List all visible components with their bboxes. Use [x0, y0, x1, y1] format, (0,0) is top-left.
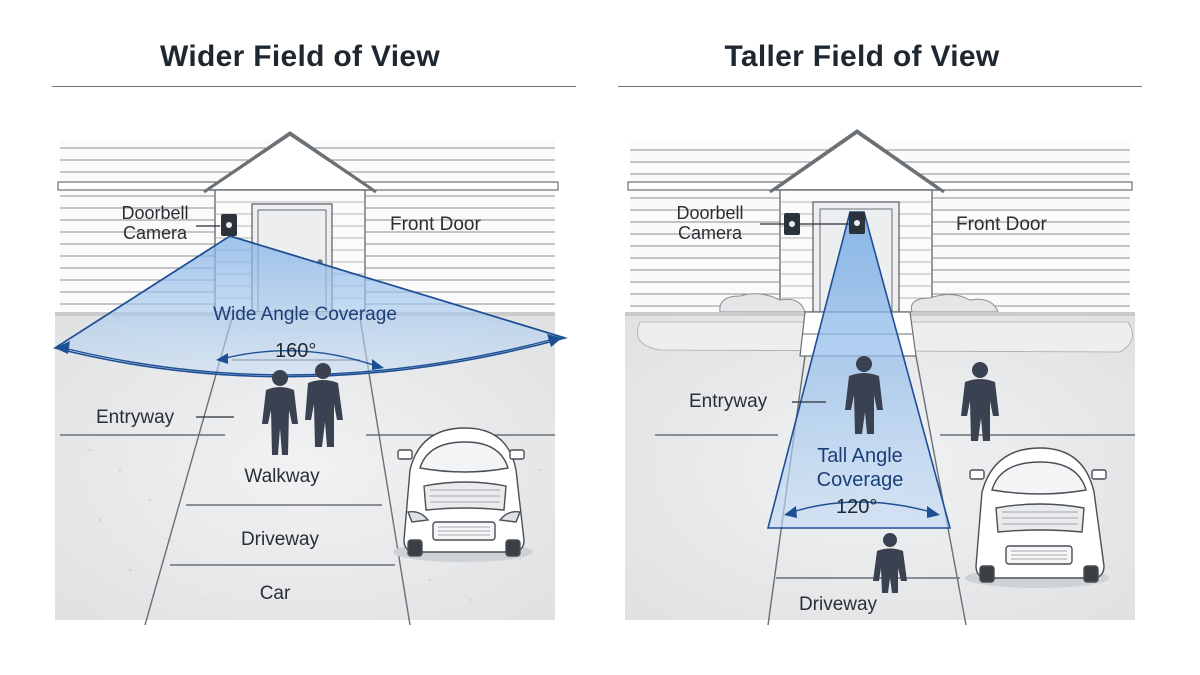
doorbell-camera-icon — [849, 212, 865, 234]
doorbell-camera-icon — [221, 214, 237, 236]
person-icon — [262, 370, 298, 455]
wide-fov-panel: Wider Field of View — [52, 40, 576, 626]
coverage-label: Tall Angle Coverage — [780, 444, 940, 492]
title-divider — [618, 86, 1142, 87]
tall-fov-panel: Taller Field of View — [600, 0, 1200, 675]
camera-label-line1: Doorbell — [121, 203, 189, 223]
entryway-label: Entryway — [96, 407, 175, 428]
wide-coverage-fan — [53, 235, 568, 378]
camera-label-line2: Camera — [677, 223, 743, 243]
doorbell-camera-icon — [784, 213, 800, 235]
car-icon — [965, 447, 1109, 588]
camera-label-line2: Camera — [122, 223, 188, 243]
wide-fov-illustration — [53, 131, 568, 626]
angle-label: 120° — [836, 496, 878, 518]
entryway-label: Entryway — [689, 391, 768, 412]
person-icon — [961, 362, 999, 441]
person-icon — [845, 356, 883, 434]
person-icon — [305, 363, 343, 447]
coverage-label-line1: Tall Angle — [817, 445, 903, 467]
panel-title: Wider Field of View — [160, 40, 440, 73]
angle-label: 160° — [275, 340, 317, 362]
coverage-label: Wide Angle Coverage — [213, 304, 397, 325]
coverage-label-line2: Coverage — [816, 469, 904, 491]
driveway-label: Driveway — [798, 594, 878, 615]
car-label: Car — [259, 583, 291, 604]
person-icon — [873, 533, 907, 593]
tall-fov-illustration — [625, 129, 1135, 626]
car-icon — [393, 427, 533, 562]
camera-label: Doorbell Camera — [100, 203, 210, 243]
walkway-label: Walkway — [244, 466, 320, 487]
shrubs — [719, 293, 999, 313]
grass-texture — [79, 449, 541, 601]
front-door-label: Front Door — [956, 214, 1047, 235]
driveway-label: Driveway — [240, 529, 320, 550]
front-door-label: Front Door — [390, 214, 481, 235]
panel-title: Taller Field of View — [724, 40, 1000, 73]
camera-label: Doorbell Camera — [655, 203, 765, 243]
camera-label-line1: Doorbell — [676, 203, 744, 223]
title-divider — [52, 86, 576, 87]
